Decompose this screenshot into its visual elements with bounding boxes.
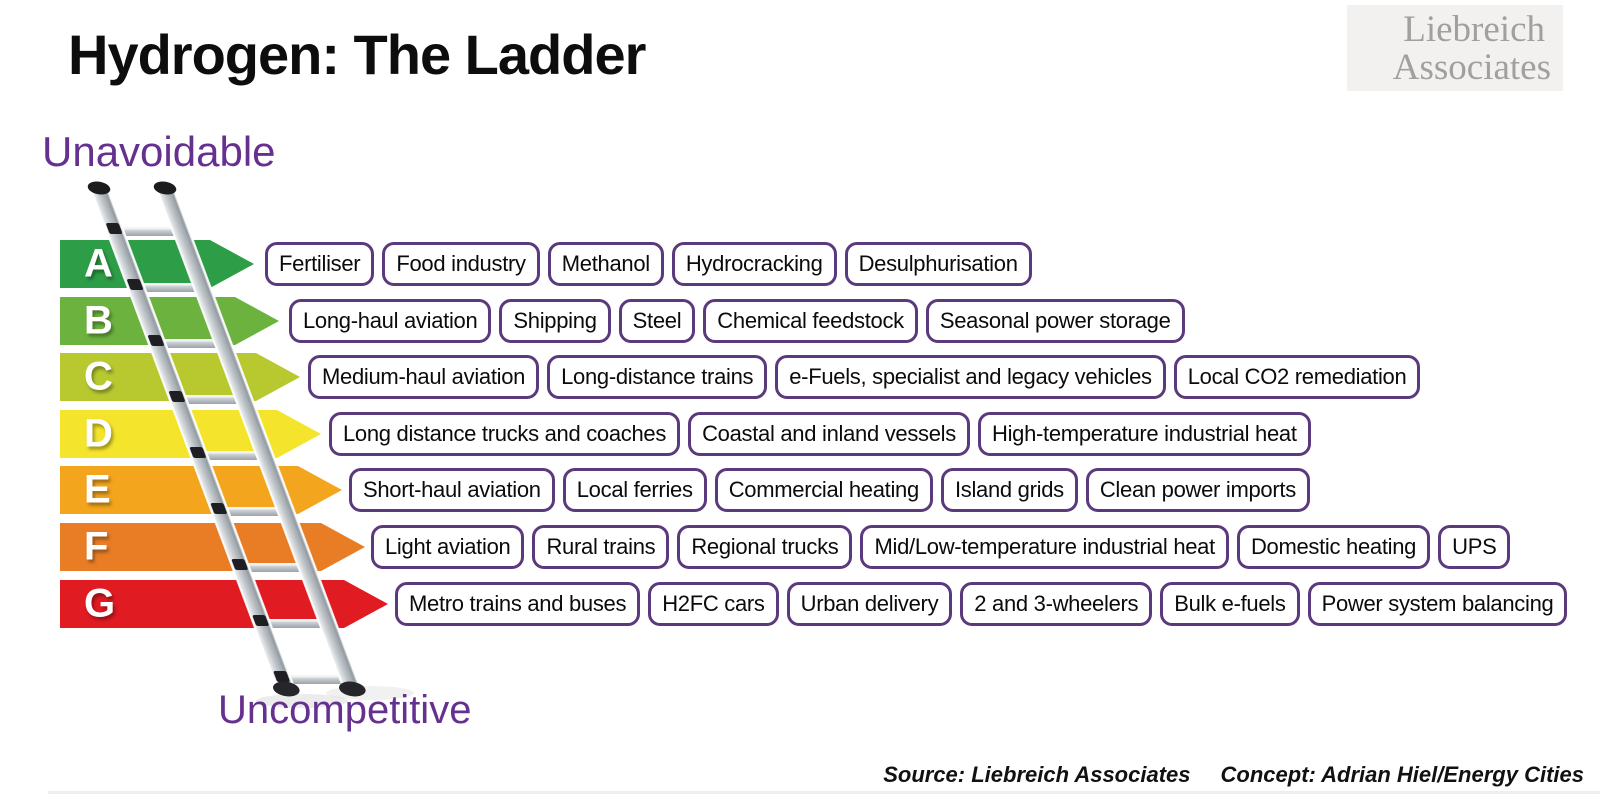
use-case-pill: Regional trucks xyxy=(677,525,853,569)
use-case-pill: Bulk e-fuels xyxy=(1160,582,1300,626)
use-case-pill: Methanol xyxy=(547,242,664,286)
grade-arrow: D xyxy=(60,410,321,458)
use-case-pill: Steel xyxy=(618,299,696,343)
grade-arrow: E xyxy=(60,466,342,514)
grade-letter: G xyxy=(84,581,116,626)
grade-arrow: G xyxy=(60,580,388,628)
grade-letter: E xyxy=(84,467,111,512)
attribution: Source: Liebreich Associates Concept: Ad… xyxy=(883,762,1584,788)
grade-arrow: F xyxy=(60,523,365,571)
logo-line1: Liebreich xyxy=(1403,9,1545,50)
use-case-pill: Coastal and inland vessels xyxy=(688,412,970,456)
use-case-pill: Fertiliser xyxy=(265,242,375,286)
use-case-pill: Urban delivery xyxy=(786,582,953,626)
use-case-pill: Power system balancing xyxy=(1307,582,1568,626)
uncompetitive-label: Uncompetitive xyxy=(218,688,472,732)
use-case-pill: Shipping xyxy=(499,299,611,343)
use-case-pill: Long-haul aviation xyxy=(289,299,492,343)
grade-arrow: B xyxy=(60,297,279,345)
grade-arrow: A xyxy=(60,240,254,288)
use-case-pill: Long-distance trains xyxy=(547,355,768,399)
concept-text: Concept: Adrian Hiel/Energy Cities xyxy=(1220,762,1584,787)
use-case-pill: Clean power imports xyxy=(1085,468,1310,512)
use-case-pill: Desulphurisation xyxy=(844,242,1032,286)
logo-line2: Associates xyxy=(1392,47,1551,88)
unavoidable-label: Unavoidable xyxy=(42,128,276,175)
use-case-pill: Island grids xyxy=(940,468,1078,512)
grade-letter: F xyxy=(84,524,109,569)
use-case-pill: Mid/Low-temperature industrial heat xyxy=(860,525,1229,569)
bottom-divider xyxy=(48,791,1600,794)
use-case-pill: UPS xyxy=(1438,525,1511,569)
use-case-pill: H2FC cars xyxy=(648,582,779,626)
use-case-pill: High-temperature industrial heat xyxy=(977,412,1311,456)
use-case-pill: Metro trains and buses xyxy=(395,582,641,626)
use-case-pill: Local ferries xyxy=(562,468,707,512)
use-case-pill: Short-haul aviation xyxy=(349,468,555,512)
page-title: Hydrogen: The Ladder xyxy=(68,23,646,86)
use-case-pill: e-Fuels, specialist and legacy vehicles xyxy=(775,355,1166,399)
use-case-pill: Chemical feedstock xyxy=(703,299,918,343)
use-case-pill: Rural trains xyxy=(532,525,670,569)
use-case-pill: Domestic heating xyxy=(1236,525,1431,569)
source-text: Source: Liebreich Associates xyxy=(883,762,1191,787)
grade-letter: A xyxy=(84,241,113,286)
use-case-pill: Long distance trucks and coaches xyxy=(329,412,681,456)
liebreich-associates-logo: Liebreich Associates xyxy=(1347,5,1563,91)
use-case-pill: Light aviation xyxy=(371,525,525,569)
grade-arrow: C xyxy=(60,353,300,401)
grade-letter: C xyxy=(84,354,113,399)
use-case-pill: Commercial heating xyxy=(714,468,933,512)
use-case-pill: 2 and 3-wheelers xyxy=(960,582,1153,626)
grade-letter: D xyxy=(84,411,113,456)
use-case-pill: Food industry xyxy=(382,242,540,286)
use-case-pill: Hydrocracking xyxy=(671,242,837,286)
grade-letter: B xyxy=(84,298,113,343)
use-case-pill: Local CO2 remediation xyxy=(1173,355,1421,399)
use-case-pill: Medium-haul aviation xyxy=(308,355,540,399)
use-case-pill: Seasonal power storage xyxy=(925,299,1185,343)
